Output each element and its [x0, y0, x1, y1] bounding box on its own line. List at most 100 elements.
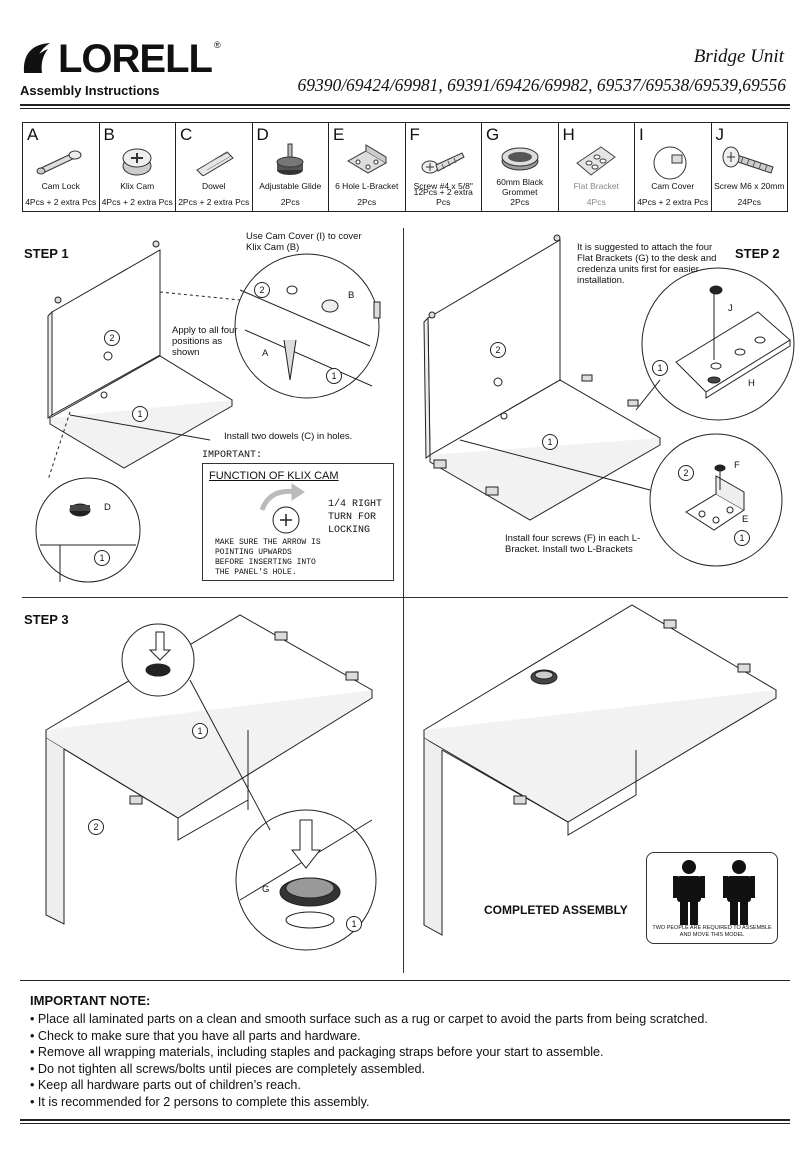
callout-1: 1	[542, 434, 558, 450]
list-item: • It is recommended for 2 persons to com…	[30, 1094, 370, 1109]
part-h: H Flat Bracket 4Pcs	[559, 123, 635, 211]
step3-title: STEP 3	[24, 612, 69, 627]
callout-1: 1	[326, 368, 342, 384]
part-f: F Screw #4 x 5/8" 12Pcs + 2 extra Pcs	[406, 123, 482, 211]
klix-title: FUNCTION OF KLIX CAM	[209, 470, 339, 482]
part-qty: 4Pcs + 2 extra Pcs	[25, 197, 97, 207]
step1-note-dowels: Install two dowels (C) in holes.	[224, 431, 353, 442]
dowel-icon	[195, 151, 234, 176]
part-b: B Klix Cam 4Pcs + 2 extra Pcs	[100, 123, 176, 211]
product-name: Bridge Unit	[693, 46, 784, 67]
part-letter: D	[256, 125, 269, 144]
list-item: • Place all laminated parts on a clean a…	[30, 1012, 708, 1026]
part-name: 6 Hole L-Bracket	[335, 181, 399, 191]
label-e: E	[742, 514, 749, 525]
part-letter: J	[715, 125, 725, 144]
brand-name: LORELL	[58, 36, 213, 81]
callout-2: 2	[678, 465, 694, 481]
part-name: 60mm Black Grommet	[496, 177, 544, 197]
callout-1: 1	[192, 723, 208, 739]
step1-note-apply: Apply to all four positions as shown	[172, 325, 238, 358]
step2-title: STEP 2	[735, 246, 780, 261]
label-h: H	[748, 378, 755, 389]
part-name: Screw #4 x 5/8"	[413, 181, 473, 191]
part-e: E 6 Hole L-Bracket 2Pcs	[329, 123, 406, 211]
glide-icon	[276, 143, 304, 175]
part-letter: F	[409, 125, 420, 144]
klix-arrow-note: MAKE SURE THE ARROW IS POINTING UPWARDS …	[215, 538, 321, 577]
assembly-drawings	[35, 234, 795, 951]
part-qty: 4Pcs + 2 extra Pcs	[101, 197, 173, 207]
list-item: • Do not tighten all screws/bolts until …	[30, 1061, 426, 1076]
part-name: Cam Lock	[41, 181, 80, 191]
model-numbers: 69390/69424/69981, 69391/69426/69982, 69…	[297, 75, 786, 95]
part-d: D Adjustable Glide 2Pcs	[253, 123, 329, 211]
callout-2: 2	[490, 342, 506, 358]
label-d: D	[104, 502, 111, 513]
callout-1: 1	[652, 360, 668, 376]
callout-1: 1	[94, 550, 110, 566]
list-item: • Remove all wrapping materials, includi…	[30, 1045, 604, 1059]
part-letter: A	[27, 125, 39, 144]
callout-2: 2	[254, 282, 270, 298]
klix-important: IMPORTANT:	[202, 450, 263, 461]
machine-screw-icon	[722, 146, 774, 174]
part-name: Screw M6 x 20mm	[714, 181, 785, 191]
lorell-logo: LORELL ®	[20, 34, 230, 84]
part-qty: 12Pcs + 2 extra Pcs	[413, 187, 473, 207]
part-qty: 2Pcs	[357, 197, 377, 207]
step1-note-cam-cover: Use Cam Cover (I) to cover Klix Cam (B)	[246, 231, 362, 253]
step2-note-suggest: It is suggested to attach the four Flat …	[577, 242, 717, 286]
part-a: A Cam Lock 4Pcs + 2 extra Pcs	[23, 123, 100, 211]
part-name: Cam Cover	[651, 181, 695, 191]
callout-1: 1	[132, 406, 148, 422]
label-b: B	[348, 290, 355, 301]
label-j: J	[728, 303, 733, 314]
part-letter: C	[180, 125, 193, 144]
klix-cam-icon	[122, 148, 152, 176]
part-letter: I	[639, 125, 644, 144]
label-f: F	[734, 460, 740, 471]
part-qty: 4Pcs + 2 extra Pcs	[637, 197, 709, 207]
important-note-title: IMPORTANT NOTE:	[30, 993, 151, 1008]
l-bracket-icon	[346, 144, 387, 174]
part-qty: 24Pcs	[737, 197, 762, 207]
part-letter: H	[562, 125, 575, 144]
part-letter: B	[103, 125, 115, 144]
label-a: A	[262, 348, 269, 359]
page-header: LORELL ® Assembly Instructions Bridge Un…	[20, 28, 790, 103]
step1-title: STEP 1	[24, 246, 69, 261]
part-letter: E	[333, 125, 345, 144]
callout-2: 2	[104, 330, 120, 346]
part-c: C Dowel 2Pcs + 2 extra Pcs	[176, 123, 253, 211]
grommet-icon	[501, 147, 539, 171]
part-qty: 2Pcs	[510, 197, 530, 207]
step2-note-screws: Install four screws (F) in each L-Bracke…	[505, 533, 641, 555]
callout-1: 1	[734, 530, 750, 546]
two-people-note: TWO PEOPLE ARE REQUIRED TO ASSEMBLE AND …	[652, 925, 772, 938]
callout-1: 1	[346, 916, 362, 932]
lorell-logo-icon	[23, 43, 50, 73]
label-g: G	[262, 884, 270, 895]
callout-2: 2	[88, 819, 104, 835]
doc-subtitle: Assembly Instructions	[20, 83, 160, 98]
two-people-warning: TWO PEOPLE ARE REQUIRED TO ASSEMBLE AND …	[646, 852, 778, 944]
cam-cover-icon	[653, 146, 687, 180]
part-name: Flat Bracket	[573, 181, 619, 191]
part-name: Klix Cam	[120, 181, 155, 191]
part-j: J Screw M6 x 20mm 24Pcs	[712, 123, 788, 211]
screw-icon	[421, 152, 465, 174]
part-name: Dowel	[201, 181, 226, 191]
cam-lock-icon	[36, 150, 82, 175]
part-qty: 4Pcs	[586, 197, 606, 207]
important-note-list: • Place all laminated parts on a clean a…	[30, 1011, 708, 1110]
part-g: G 60mm Black Grommet 2Pcs	[482, 123, 559, 211]
part-qty: 2Pcs	[280, 197, 300, 207]
part-letter: G	[486, 125, 500, 144]
parts-table: A Cam Lock 4Pcs + 2 extra Pcs B Klix Cam…	[22, 122, 788, 212]
list-item: • Keep all hardware parts out of childre…	[30, 1078, 301, 1092]
flat-bracket-icon	[576, 146, 617, 176]
part-qty: 2Pcs + 2 extra Pcs	[178, 197, 250, 207]
klix-turn-note: 1/4 RIGHT TURN FOR LOCKING	[328, 499, 383, 536]
klix-cam-function: FUNCTION OF KLIX CAM 1/4 RIGHT TURN FOR …	[202, 463, 394, 581]
